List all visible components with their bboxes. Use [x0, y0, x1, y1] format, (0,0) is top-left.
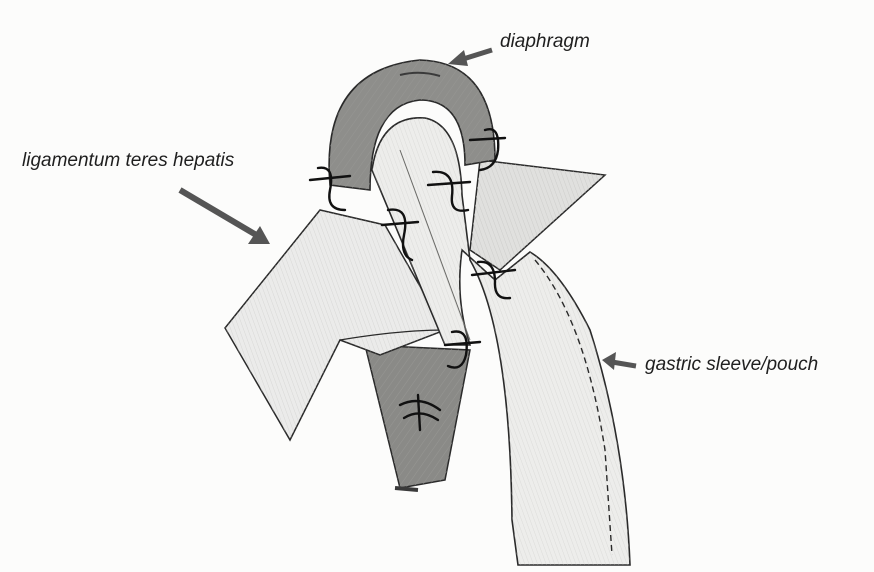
label-ligamentum-teres-hepatis: ligamentum teres hepatis — [22, 150, 234, 172]
arrow-ligamentum-icon — [180, 190, 270, 244]
arrow-sleeve-icon — [602, 352, 636, 370]
label-diaphragm: diaphragm — [500, 31, 590, 53]
label-gastric-sleeve-pouch: gastric sleeve/pouch — [645, 354, 818, 376]
arrow-diaphragm-icon — [448, 50, 492, 66]
right-flap — [470, 160, 605, 270]
